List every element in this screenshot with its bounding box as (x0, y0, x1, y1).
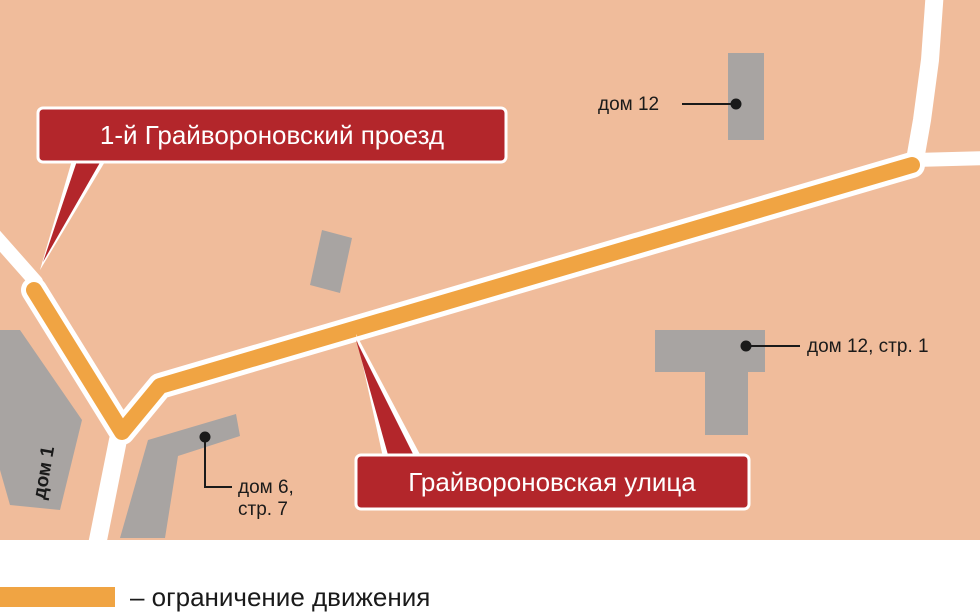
building-dom6-str7 (120, 414, 240, 538)
building-dom12-str1 (655, 330, 765, 435)
road-top-right-vertical (906, 0, 944, 169)
leader-dom6 (204, 437, 232, 488)
buildings-layer (0, 53, 765, 538)
callout-box-proezd (36, 106, 508, 164)
label-dom6-line1: дом 6, (238, 477, 294, 498)
pointer-ulitsa-edge (356, 334, 424, 462)
label-dom6-line2: стр. 7 (238, 499, 288, 520)
leader-dot-dom12 (730, 98, 742, 110)
restriction-route (26, 157, 920, 440)
legend-background (0, 540, 980, 614)
road-bottom-left (88, 431, 127, 554)
pointer-ulitsa (356, 340, 417, 462)
label-dom12-str1: дом 12, стр. 1 (807, 336, 929, 357)
leader-dot-dom12-str1 (740, 340, 752, 352)
label-dom12: дом 12 (598, 94, 659, 115)
road-left-diagonal (0, 230, 43, 289)
road-network (0, 0, 980, 554)
building-leaders (199, 98, 800, 488)
leader-dot-dom6 (199, 431, 211, 443)
building-small-center (310, 230, 352, 293)
pointer-proezd-edge (40, 150, 112, 270)
pointer-proezd (43, 152, 106, 262)
callout-pointers (40, 150, 424, 462)
legend-text: – ограничение движения (130, 582, 430, 612)
callout-box-ulitsa (354, 453, 751, 511)
building-dom12 (728, 53, 764, 140)
callout-label-ulitsa: Грайвороновская улица (408, 467, 696, 497)
legend-swatch (0, 587, 115, 607)
building-dom1 (0, 330, 82, 510)
callout-label-proezd: 1-й Грайвороновский проезд (100, 120, 444, 150)
road-right-horizontal (908, 151, 980, 167)
